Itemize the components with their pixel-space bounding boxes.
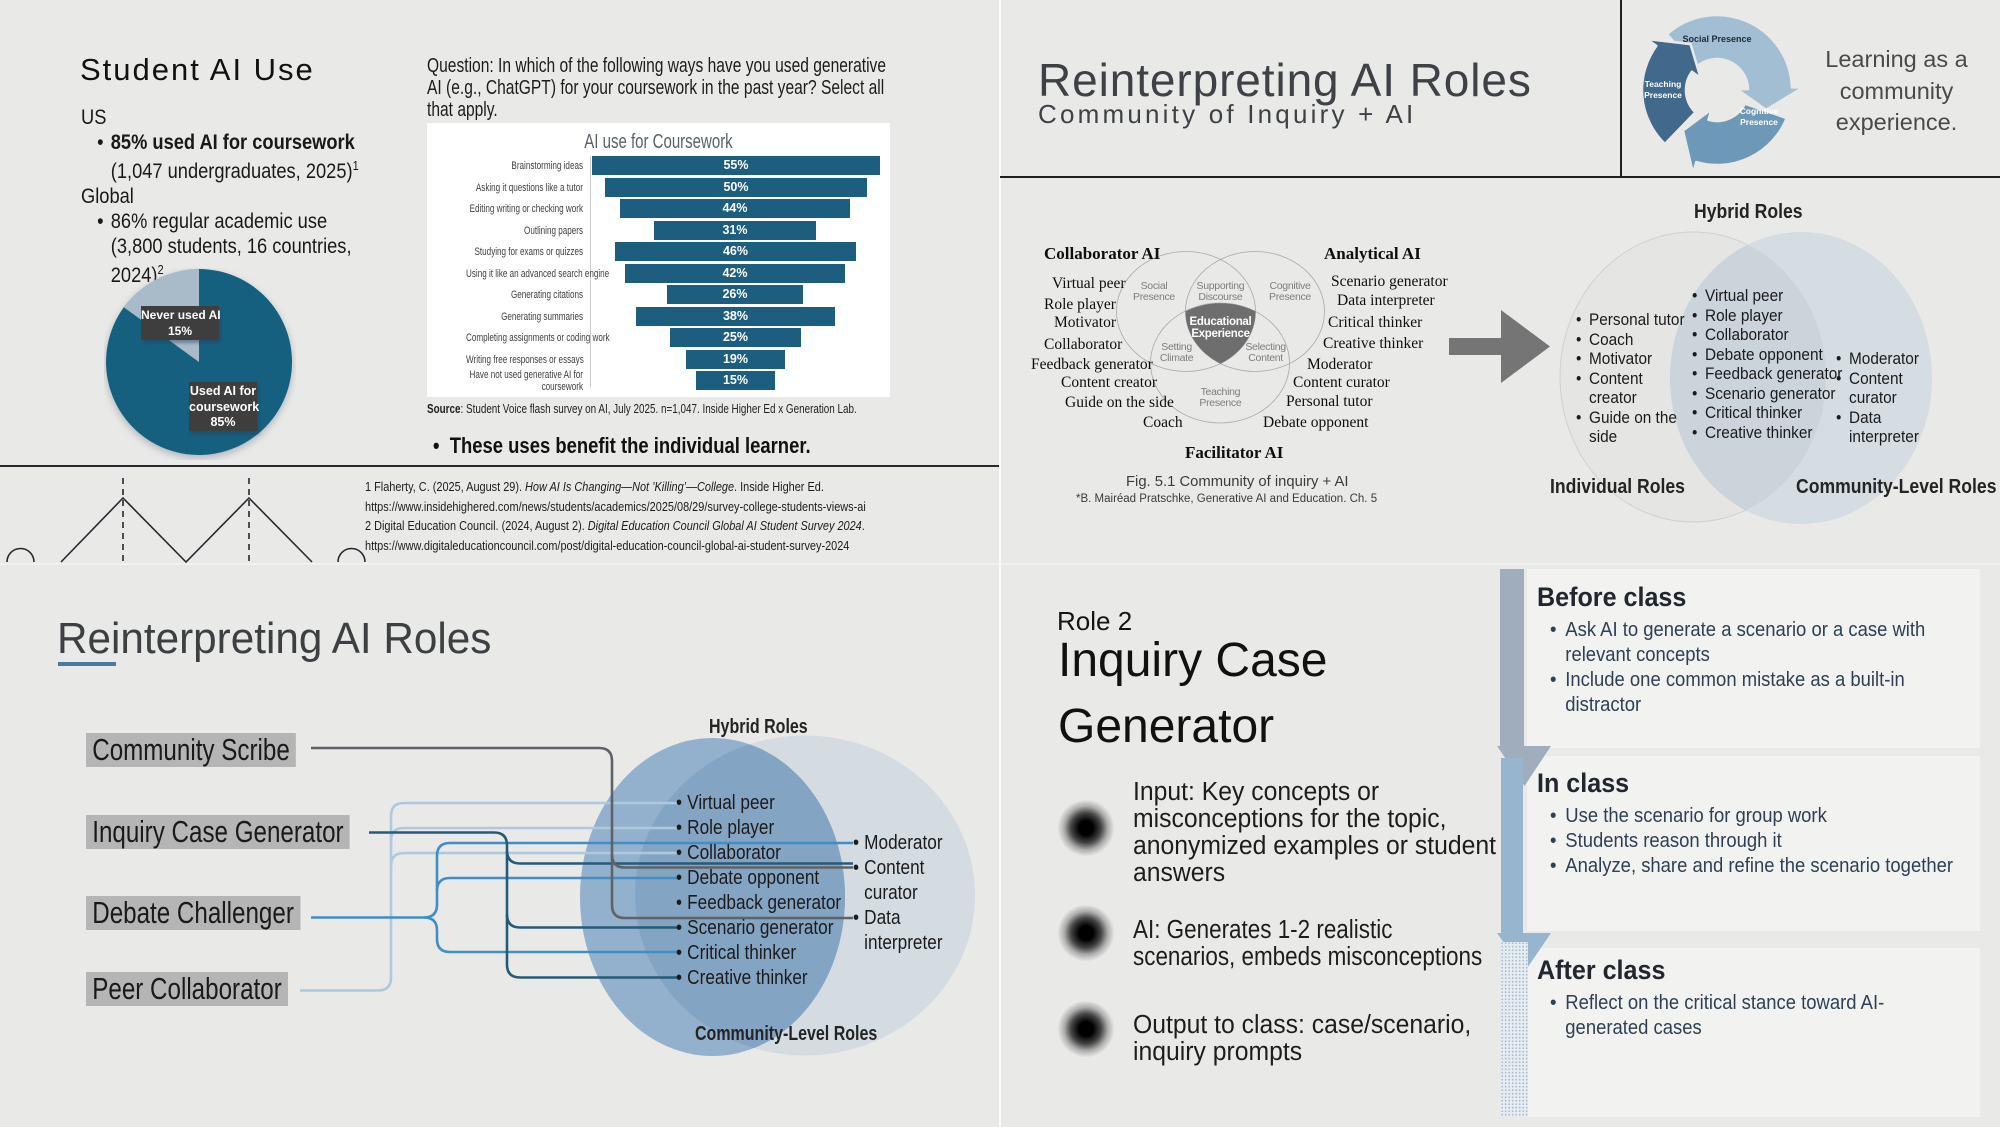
svg-text:Social: Social bbox=[1141, 280, 1168, 292]
svg-text:Discourse: Discourse bbox=[1198, 291, 1242, 303]
svg-text:Selecting: Selecting bbox=[1245, 341, 1286, 353]
svg-text:Educational: Educational bbox=[1190, 316, 1252, 328]
svg-text:Presence: Presence bbox=[1644, 90, 1682, 100]
svg-text:Cognitive: Cognitive bbox=[1740, 106, 1779, 116]
svg-text:Teaching: Teaching bbox=[1201, 386, 1241, 398]
svg-text:Supporting: Supporting bbox=[1197, 280, 1245, 292]
svg-text:Content: Content bbox=[1248, 352, 1283, 364]
svg-text:Setting: Setting bbox=[1161, 341, 1192, 353]
svg-text:Presence: Presence bbox=[1740, 117, 1778, 127]
svg-text:Teaching: Teaching bbox=[1645, 79, 1682, 89]
svg-text:Presence: Presence bbox=[1199, 397, 1241, 409]
svg-text:Climate: Climate bbox=[1160, 352, 1194, 364]
svg-text:Social Presence: Social Presence bbox=[1682, 34, 1751, 44]
svg-text:Experience: Experience bbox=[1191, 328, 1249, 340]
svg-text:Presence: Presence bbox=[1133, 291, 1175, 303]
svg-text:Presence: Presence bbox=[1269, 291, 1311, 303]
svg-text:Cognitive: Cognitive bbox=[1269, 280, 1311, 292]
